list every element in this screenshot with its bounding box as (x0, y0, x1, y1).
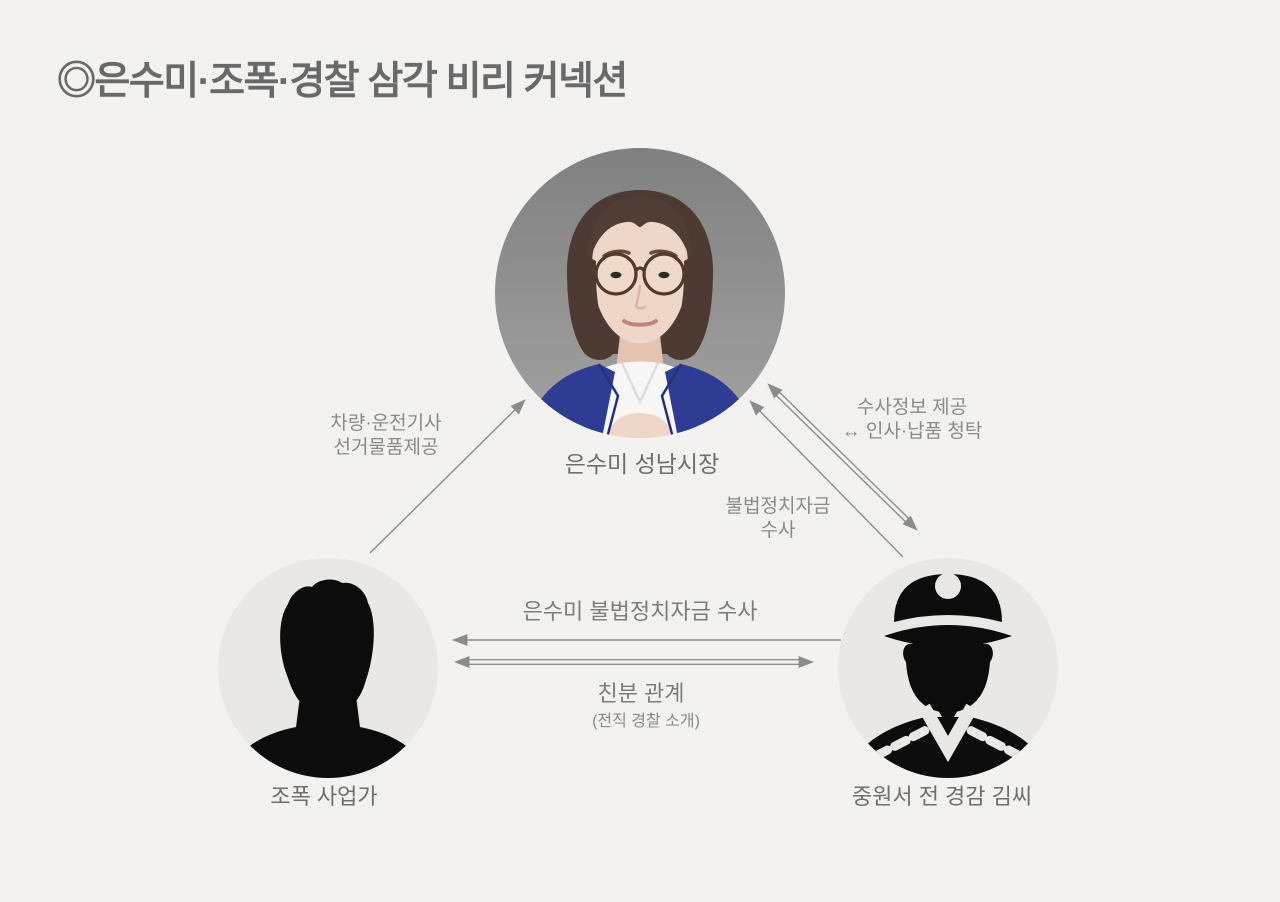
police-node (838, 558, 1058, 778)
mayor-name-label: 은수미 성남시장 (564, 451, 720, 477)
edge-label-line: 수사 (760, 519, 796, 541)
edge-label-line: 수사정보 제공 (856, 397, 968, 418)
edge-label-eunsumi-investigation: 은수미 불법정치자금 수사 (522, 599, 758, 624)
edge-sublabel-friendship: (전직 경찰 소개) (592, 713, 700, 730)
edge-label-friendship: 친분 관계 (597, 681, 685, 706)
police-name-label: 중원서 전 경감 김씨 (851, 784, 1033, 809)
male-silhouette-icon (226, 579, 430, 778)
mayor-node (495, 148, 785, 438)
gangster-name-label: 조폭 사업가 (270, 784, 378, 809)
edge-label-vehicle-support: 차량·운전기사 선거물품제공 (330, 412, 441, 459)
diagram-title: ◎은수미·조폭·경찰 삼각 비리 커넥션 (57, 60, 628, 103)
edge-label-info-exchange: 수사정보 제공 ↔ 인사·납품 청탁 (842, 396, 983, 443)
edge-label-line: 차량·운전기사 (330, 413, 442, 434)
edge-label-line: ↔ 인사·납품 청탁 (841, 420, 983, 442)
edge-label-line: 선거물품제공 (333, 436, 439, 458)
police-officer-icon (846, 573, 1050, 778)
gangster-node (218, 558, 438, 778)
edge-label-fund-investigation: 불법정치자금 수사 (726, 495, 831, 542)
woman-portrait-photo (495, 148, 785, 438)
edge-label-line: 불법정치자금 (725, 496, 831, 517)
